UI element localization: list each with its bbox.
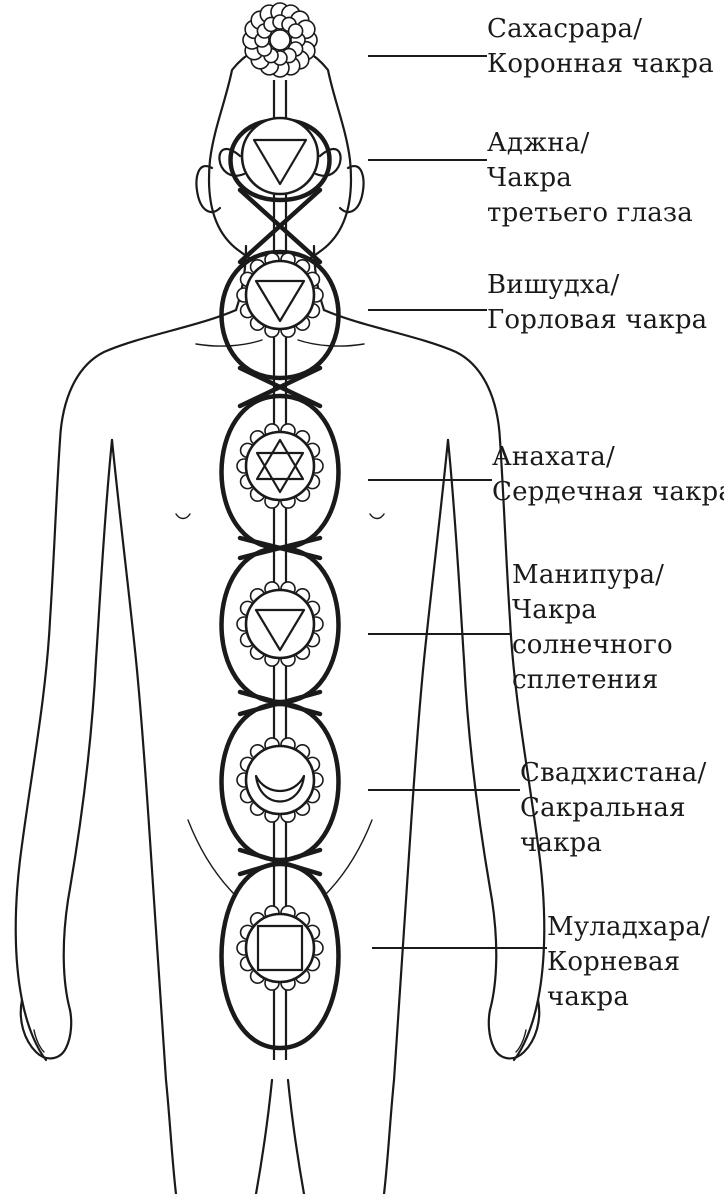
- chakra-label-svadhisthana: Свадхистана/Сакральнаячакра: [520, 756, 706, 861]
- chakra-label-line: Горловая чакра: [487, 303, 707, 338]
- chakra-label-muladhara: Муладхара/Корневаячакра: [547, 910, 710, 1015]
- chakra-label-manipura: Манипура/Чакрасолнечногосплетения: [512, 558, 673, 698]
- chakra-label-line: Вишудха/: [487, 268, 707, 303]
- chakra-label-line: чакра: [547, 980, 710, 1015]
- chakra-label-line: Анахата/: [492, 440, 724, 475]
- nadi-channels: [222, 120, 339, 1048]
- chakra-label-line: сплетения: [512, 663, 673, 698]
- chakra-label-line: Чакра: [512, 593, 673, 628]
- triangle-down-circle-icon: [237, 582, 323, 666]
- lotus-petal: [289, 24, 303, 38]
- triangle-down-circle-icon: [237, 253, 323, 337]
- chakra-circle: [246, 590, 314, 658]
- chakra-label-ajna: Аджна/Чакратретьего глаза: [487, 126, 693, 231]
- chakra-symbols: [219, 3, 340, 990]
- chakra-label-vishuddha: Вишудха/Горловая чакра: [487, 268, 707, 338]
- chakra-label-line: Муладхара/: [547, 910, 710, 945]
- chakra-label-line: Корневая: [547, 945, 710, 980]
- chakra-circle: [246, 261, 314, 329]
- square-icon: [237, 906, 323, 990]
- chakra-label-line: Сахасрара/: [487, 12, 714, 47]
- lotus-thousand-petal-icon: [243, 3, 317, 77]
- chakra-label-line: Сакральная: [520, 791, 706, 826]
- chakra-label-line: чакра: [520, 826, 706, 861]
- crescent-moon-icon: [237, 738, 323, 822]
- chakra-circle: [246, 432, 314, 500]
- chakra-label-line: третьего глаза: [487, 196, 693, 231]
- chakra-circle: [246, 914, 314, 982]
- chakra-label-line: Свадхистана/: [520, 756, 706, 791]
- hexagram-icon: [237, 424, 323, 508]
- lotus-center: [270, 30, 290, 50]
- chakra-label-anahata: Анахата/Сердечная чакра: [492, 440, 724, 510]
- chakra-label-line: Сердечная чакра: [492, 475, 724, 510]
- chakra-label-line: солнечного: [512, 628, 673, 663]
- chakra-label-line: Манипура/: [512, 558, 673, 593]
- chakra-label-sahasrara: Сахасрара/Коронная чакра: [487, 12, 714, 82]
- chakra-label-line: Чакра: [487, 161, 693, 196]
- chakra-label-line: Коронная чакра: [487, 47, 714, 82]
- chakra-label-line: Аджна/: [487, 126, 693, 161]
